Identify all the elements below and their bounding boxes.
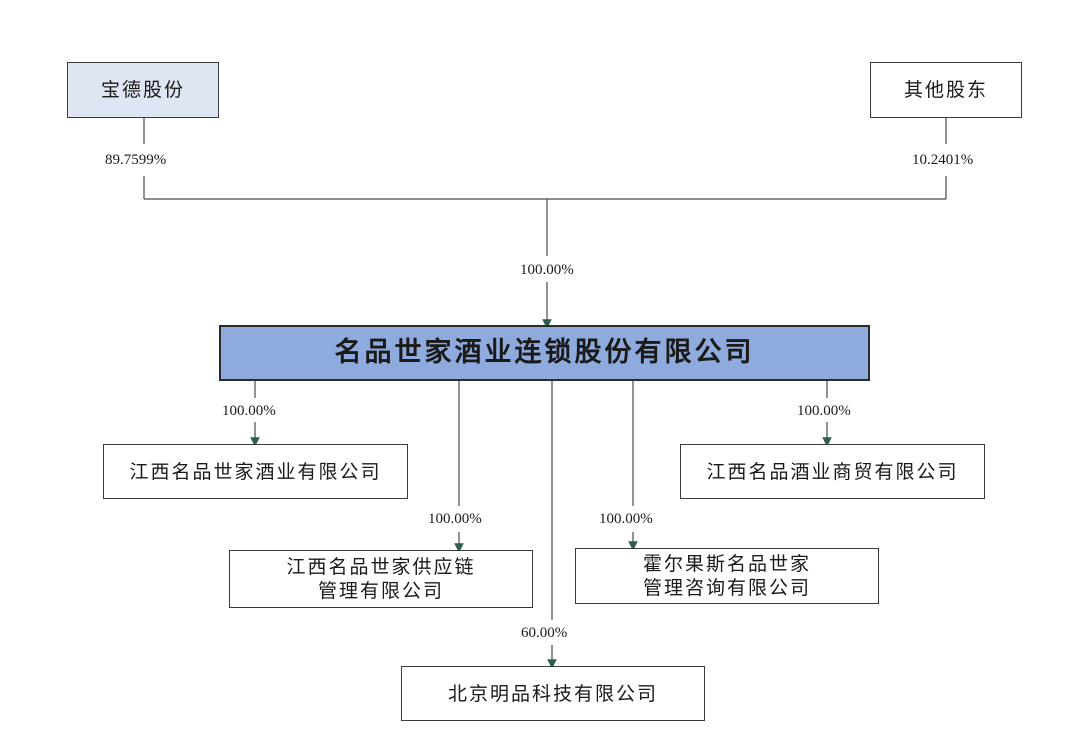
shareholder-baode-box: 宝德股份: [67, 62, 219, 118]
sub3-share: 60.00%: [521, 625, 568, 641]
subsidiary-beijing-box: 北京明品科技有限公司: [401, 666, 705, 721]
subsidiary-supply-chain-line2: 管理有限公司: [317, 580, 444, 602]
sub5-share: 100.00%: [797, 403, 851, 419]
sub1-share: 100.00%: [222, 403, 276, 419]
subsidiary-khorgos-box: 霍尔果斯名品世家 管理咨询有限公司: [575, 548, 879, 604]
subsidiary-jiangxi-wine-box: 江西名品世家酒业有限公司: [103, 444, 408, 499]
parent-company-name: 名品世家酒业连锁股份有限公司: [334, 337, 755, 368]
shareholder-baode-name: 宝德股份: [100, 79, 185, 101]
subsidiary-supply-chain-box: 江西名品世家供应链 管理有限公司: [229, 550, 533, 608]
parent-share: 100.00%: [520, 262, 574, 278]
subsidiary-jiangxi-trade-name: 江西名品酒业商贸有限公司: [706, 460, 959, 483]
sub4-share: 100.00%: [599, 511, 653, 527]
subsidiary-supply-chain-line1: 江西名品世家供应链: [286, 556, 476, 578]
shareholder-others-box: 其他股东: [870, 62, 1022, 118]
parent-company-box: 名品世家酒业连锁股份有限公司: [219, 325, 870, 381]
subsidiary-jiangxi-trade-box: 江西名品酒业商贸有限公司: [680, 444, 985, 499]
subsidiary-beijing-name: 北京明品科技有限公司: [447, 682, 658, 705]
subsidiary-jiangxi-wine-name: 江西名品世家酒业有限公司: [129, 460, 382, 483]
shareholder-baode-share: 89.7599%: [105, 152, 167, 168]
subsidiary-khorgos-line2: 管理咨询有限公司: [642, 577, 811, 599]
shareholder-others-name: 其他股东: [903, 79, 988, 101]
shareholder-others-share: 10.2401%: [912, 152, 974, 168]
sub2-share: 100.00%: [428, 511, 482, 527]
subsidiary-khorgos-line1: 霍尔果斯名品世家: [642, 553, 811, 575]
